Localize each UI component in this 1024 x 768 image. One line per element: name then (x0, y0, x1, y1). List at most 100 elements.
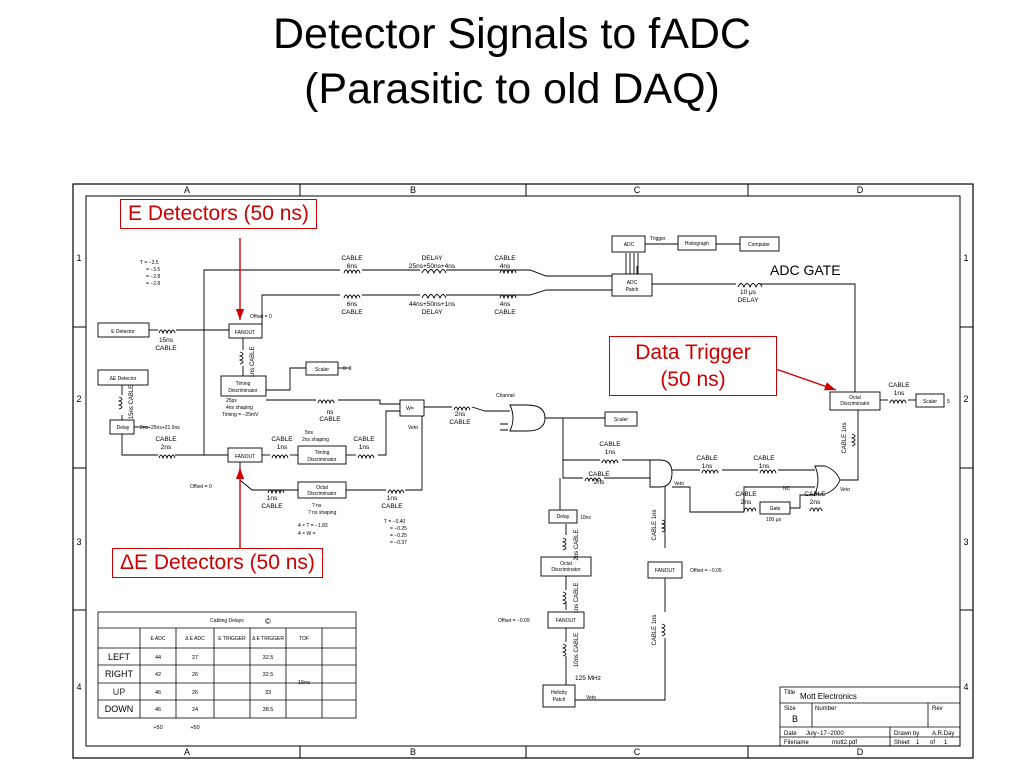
footer-deadc: +50 (190, 725, 199, 731)
signal-wires (121, 243, 916, 701)
threshold-3: = −2.8 (146, 274, 160, 280)
adc-patch-line2: Patch (626, 287, 639, 293)
tb-date-label: Date (784, 731, 797, 737)
cable-1ns-br-2: CABLE (381, 503, 403, 510)
row-label-3-left: 3 (76, 537, 81, 547)
table-row-right: RIGHT (105, 669, 134, 679)
nc-label: NC (783, 486, 791, 492)
cable-1ns-bl-1: 1ns (267, 495, 278, 502)
cell-right-deadc: 26 (192, 672, 198, 678)
timing-disc-upper-line2: Discriminator (228, 388, 258, 394)
col-label-c-top: C (634, 185, 641, 195)
offset-0-lower: Offset = 0 (190, 484, 212, 490)
delay-10ns-label: 10ns (580, 515, 591, 521)
row-label-1-left: 1 (76, 253, 81, 263)
adc-gate-label: ADC GATE (770, 262, 841, 278)
fanout-lower-box: FANOUT (235, 454, 255, 460)
cable-1ns-b-2: 1ns (759, 463, 770, 470)
callout-arrows (235, 238, 837, 548)
delay-2ns-label: 2ns+25ns+21.5ns (140, 425, 180, 431)
cell-tof: 15ns (298, 680, 310, 686)
title-block (779, 686, 961, 747)
callout-data-trigger-line1: Data Trigger (635, 341, 751, 364)
tb-filename-value: mott2.pdf (832, 740, 857, 746)
ns-cable-1: ns (327, 409, 335, 416)
vert-cable-2: 15ns CABLE (129, 385, 135, 419)
octal-disc-lower2-line1: Octal (560, 561, 572, 567)
w-box: W= (406, 406, 414, 412)
cable-1ns-mid-2: 1ns (277, 444, 288, 451)
col-label-b-bottom: B (410, 747, 416, 757)
scaler-right-box: Scaler (923, 399, 938, 405)
de-detector-box: ΔE Detector (110, 376, 137, 382)
cell-up-eadc: 46 (155, 690, 161, 696)
cable-2ns-upper-1: CABLE (588, 471, 610, 478)
ns-cable-2: CABLE (319, 416, 341, 423)
veto-label-w: Veto (408, 425, 418, 431)
disc-params-1c: Timing = −25mV (222, 412, 259, 418)
disc-params-1a: 25ps (226, 398, 237, 404)
e-detector-box: E Detector (111, 329, 135, 335)
scaler-mid-box: Scaler (614, 417, 629, 423)
veto-label-and: Veto (674, 481, 684, 487)
table-row-down: DOWN (105, 704, 134, 714)
vert-cable-3: 2ns CABLE (574, 529, 580, 560)
cable-2ns-c-2: 2ns (741, 499, 752, 506)
tb-size-value: B (792, 714, 798, 724)
table-header-de-adc: Δ E ADC (185, 636, 205, 642)
cell-left-eadc: 44 (155, 655, 161, 661)
cable-1ns-mid-1: CABLE (271, 436, 293, 443)
delay-lower-box: Delay (557, 514, 570, 520)
cable-1ns-br-1: 1ns (387, 495, 398, 502)
cable-1ns-upper-2: 1ns (605, 449, 616, 456)
threshold-1: T = −3.5 (140, 260, 159, 266)
disc-params-1b: 4ns shaping (226, 405, 253, 411)
adc-patch-line1: ADC (627, 280, 638, 286)
octal-params-1: ? ns (312, 503, 322, 509)
delay-10us-2: DELAY (738, 297, 759, 304)
octal-disc-right-line2: Discriminator (840, 401, 870, 407)
table-circle: © (265, 617, 271, 626)
cable-1ns-bl-2: CABLE (261, 503, 283, 510)
cable-1ns-a-1: CABLE (696, 455, 718, 462)
delay-box: Delay (117, 425, 130, 431)
cable-6ns-top-2: 6ns (347, 263, 358, 270)
slide-title-line-2: (Parasitic to old DAQ) (304, 65, 720, 113)
disc-params-2a: 5ns (305, 430, 314, 436)
cable-2ns-left-2: 2ns (161, 444, 172, 451)
t-value-3: = −0.25 (390, 533, 407, 539)
cell-right-detrig: 32.5 (263, 672, 274, 678)
cable-1ns-a-2: 1ns (702, 463, 713, 470)
cell-up-deadc: 26 (192, 690, 198, 696)
timing-disc-upper-line1: Timing (236, 381, 251, 387)
table-header-tof: TOF (299, 636, 309, 642)
tb-date-value: July−17−2000 (806, 731, 844, 737)
cable-15ns-1: 15ns (159, 337, 174, 344)
offset-0-upper: Offset = 0 (250, 314, 272, 320)
tb-filename-label: Filename (784, 740, 809, 746)
timing-disc-lower-line1: Timing (315, 450, 330, 456)
row-label-4-right: 4 (963, 682, 968, 692)
row-label-3-right: 3 (963, 537, 968, 547)
delay-top-1: DELAY (422, 255, 443, 262)
cable-4ns-top-2: 4ns (500, 263, 511, 270)
octal-disc-lower-line1: Octal (316, 485, 328, 491)
delay-top-2: 25ns+50ns+4ns (409, 263, 456, 270)
vert-cable-4: 1ns CABLE (574, 582, 580, 613)
tw-value-2: 4 × W = (298, 531, 316, 537)
cable-6ns-bot-1: 6ns (347, 301, 358, 308)
delay-10us-1: 10 μs (740, 289, 757, 296)
freq-label: 125 MHz (575, 675, 601, 682)
cable-2ns-c-1: CABLE (735, 491, 757, 498)
callout-de-detectors: ΔE Detectors (50 ns) (112, 548, 323, 578)
cell-left-detrig: 32.5 (263, 655, 274, 661)
col-label-c-bottom: C (634, 747, 641, 757)
schematic-blocks (97, 235, 945, 708)
histograph-box: Histograph (685, 241, 709, 247)
callout-data-trigger-line2: (50 ns) (660, 368, 726, 391)
cell-down-eadc: 46 (155, 707, 161, 713)
tb-title-label: Title (784, 690, 796, 696)
cable-2ns-upper-2: 2ns (594, 479, 605, 486)
t-value-1: T = −0.40 (384, 519, 406, 525)
